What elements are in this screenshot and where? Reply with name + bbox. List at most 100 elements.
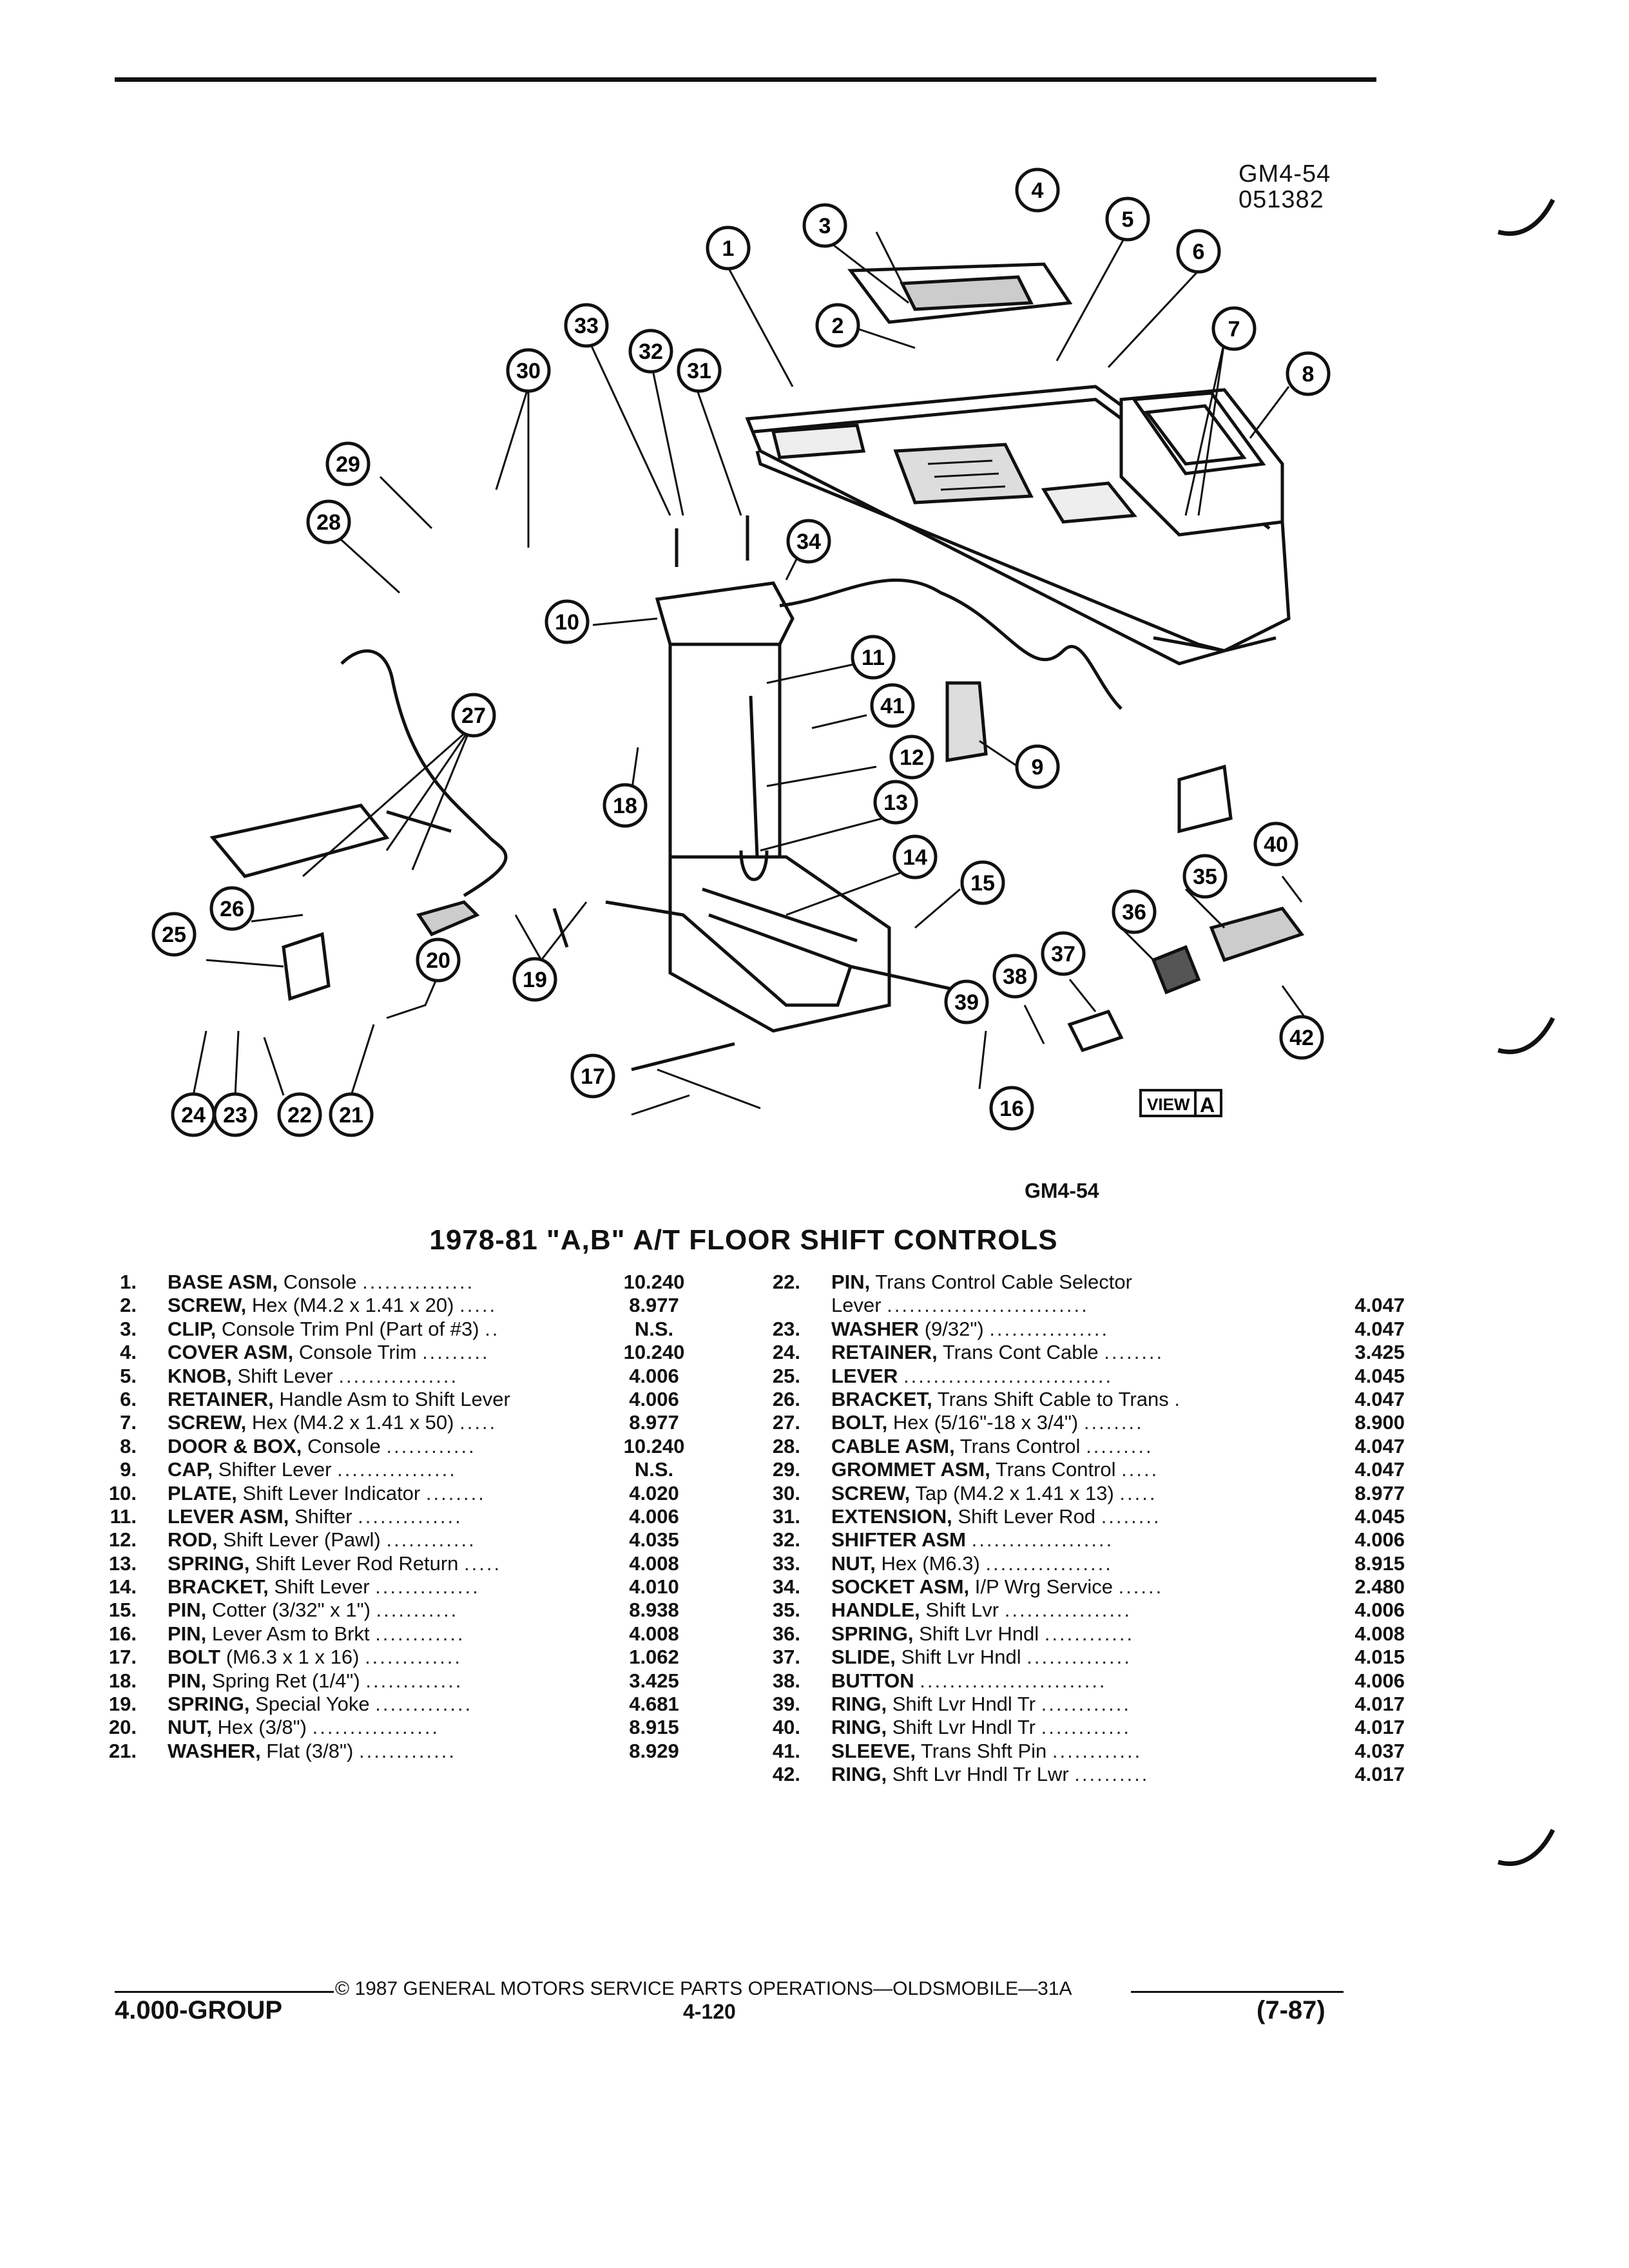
group-code: 4.020 bbox=[629, 1481, 679, 1504]
part-number: 5. bbox=[120, 1364, 137, 1387]
callout-33: 33 bbox=[564, 303, 609, 348]
part-description: BOLT (M6.3 x 1 x 16) ............. bbox=[168, 1646, 462, 1669]
part-description: SPRING, Special Yoke ............. bbox=[168, 1693, 472, 1716]
callout-number: 4 bbox=[1032, 178, 1044, 203]
part-name: RETAINER, bbox=[831, 1341, 938, 1364]
callout-17: 17 bbox=[570, 1053, 615, 1099]
part-name: PIN, bbox=[168, 1599, 207, 1622]
leader-dots: ........................... bbox=[887, 1294, 1089, 1317]
leader-lines bbox=[192, 231, 1316, 1116]
callout-circle bbox=[171, 1092, 216, 1137]
leader-dots: .............. bbox=[358, 1504, 463, 1528]
part-description: CAP, Shifter Lever ................ bbox=[168, 1458, 457, 1481]
figure-date: 051382 bbox=[1239, 186, 1324, 213]
part-row: 28.CABLE ASM, Trans Control .........4.0… bbox=[760, 1435, 1405, 1458]
leader-dots: ................ bbox=[337, 1458, 457, 1481]
callout-circle bbox=[1253, 822, 1298, 867]
part-name: BOLT bbox=[168, 1646, 221, 1669]
callout-18: 18 bbox=[602, 783, 648, 828]
part-number: 40. bbox=[772, 1716, 800, 1739]
leader-dots: ................... bbox=[971, 1528, 1114, 1552]
callout-number: 15 bbox=[970, 871, 995, 896]
leader-dots: ......... bbox=[1086, 1434, 1153, 1457]
part-number: 15. bbox=[108, 1599, 137, 1622]
footer-copyright: © 1987 GENERAL MOTORS SERVICE PARTS OPER… bbox=[335, 1978, 1072, 1999]
group-code: 8.977 bbox=[629, 1411, 679, 1434]
part-number: 13. bbox=[108, 1552, 137, 1575]
part-row: 32.SHIFTER ASM ...................4.006 bbox=[760, 1528, 1405, 1552]
callout-number: 25 bbox=[162, 923, 186, 947]
group-code: 10.240 bbox=[623, 1434, 685, 1457]
part-detail: Shft Lvr Hndl Tr Lwr bbox=[887, 1763, 1069, 1786]
callout-31: 31 bbox=[677, 348, 722, 393]
callout-circle bbox=[570, 1053, 615, 1099]
callout-number: 41 bbox=[880, 694, 905, 718]
group-code: 4.006 bbox=[1354, 1669, 1405, 1692]
part-detail: I/P Wrg Service bbox=[969, 1575, 1113, 1599]
leader-dots: ................. bbox=[1004, 1599, 1132, 1622]
part-number: 16. bbox=[108, 1622, 137, 1645]
part-description: LEVER ASM, Shifter .............. bbox=[168, 1505, 463, 1528]
part-detail: Shift Lever Rod Return bbox=[249, 1552, 459, 1575]
part-number: 4. bbox=[120, 1341, 137, 1364]
part-description: CLIP, Console Trim Pnl (Part of #3) .. bbox=[168, 1318, 499, 1341]
part-number: 31. bbox=[772, 1504, 800, 1528]
part-number: 28. bbox=[772, 1434, 800, 1457]
part-description: HANDLE, Shift Lvr ................. bbox=[831, 1599, 1132, 1622]
continued-text: Lever bbox=[831, 1294, 882, 1317]
parts-list-left: 1.BASE ASM, Console ...............10.24… bbox=[97, 1271, 709, 1763]
part-name: PIN, bbox=[168, 1622, 207, 1645]
callout-42: 42 bbox=[1279, 1015, 1324, 1060]
part-description: RING, Shift Lvr Hndl Tr ............ bbox=[831, 1716, 1131, 1739]
part-row: 9.CAP, Shifter Lever ................N.S… bbox=[97, 1458, 709, 1481]
group-code: 4.006 bbox=[629, 1387, 679, 1410]
part-detail: Trans Control bbox=[954, 1434, 1081, 1457]
callout-circle bbox=[1105, 197, 1150, 242]
group-code: 4.008 bbox=[1354, 1622, 1405, 1645]
group-code: 10.240 bbox=[623, 1341, 685, 1364]
part-description: RETAINER, Handle Asm to Shift Lever bbox=[168, 1388, 510, 1411]
group-code: 8.938 bbox=[629, 1599, 679, 1622]
callout-41: 41 bbox=[870, 683, 915, 728]
group-code: 4.017 bbox=[1354, 1763, 1405, 1786]
callout-12: 12 bbox=[889, 735, 934, 780]
part-description: RETAINER, Trans Cont Cable ........ bbox=[831, 1341, 1164, 1364]
callout-5: 5 bbox=[1105, 197, 1150, 242]
part-number: 11. bbox=[110, 1504, 137, 1528]
callout-circles: 1234567891011121314151617181920212223242… bbox=[151, 168, 1331, 1137]
part-name: SCREW, bbox=[831, 1481, 911, 1504]
group-code: 4.008 bbox=[629, 1622, 679, 1645]
part-description: PIN, Spring Ret (1/4") ............. bbox=[168, 1669, 463, 1693]
part-detail: Hex (M6.3) bbox=[875, 1552, 980, 1575]
part-description: RING, Shft Lvr Hndl Tr Lwr .......... bbox=[831, 1763, 1149, 1786]
part-description: CABLE ASM, Trans Control ......... bbox=[831, 1435, 1153, 1458]
callout-number: 38 bbox=[1003, 965, 1027, 989]
callout-38: 38 bbox=[992, 954, 1037, 999]
part-detail: Console bbox=[302, 1434, 381, 1457]
part-number: 34. bbox=[772, 1575, 800, 1599]
callout-circle bbox=[1112, 889, 1157, 934]
callout-circle bbox=[873, 780, 918, 825]
part-name: BASE ASM, bbox=[168, 1271, 278, 1293]
group-code: 10.240 bbox=[623, 1271, 685, 1293]
console-base-drawing bbox=[209, 262, 1305, 1072]
callout-circle bbox=[992, 954, 1037, 999]
part-detail: Cotter (3/32" x 1") bbox=[206, 1599, 371, 1622]
part-detail: Hex (M4.2 x 1.41 x 20) bbox=[246, 1294, 454, 1317]
top-rule bbox=[115, 77, 1376, 82]
leader-dots: .. bbox=[485, 1317, 500, 1340]
part-number: 2. bbox=[120, 1294, 137, 1317]
part-row: 8.DOOR & BOX, Console ............10.240 bbox=[97, 1435, 709, 1458]
part-number: 37. bbox=[772, 1646, 800, 1669]
callout-circle bbox=[1015, 744, 1060, 789]
callout-15: 15 bbox=[960, 860, 1005, 905]
part-name: BUTTON bbox=[831, 1669, 914, 1692]
part-name: BRACKET, bbox=[168, 1575, 269, 1599]
part-description: BASE ASM, Console ............... bbox=[168, 1271, 474, 1294]
part-row: 39.RING, Shift Lvr Hndl Tr ............4… bbox=[760, 1693, 1405, 1716]
leader-dots: ........ bbox=[1083, 1411, 1144, 1434]
part-detail: Shift Lvr Hndl bbox=[895, 1646, 1021, 1669]
part-name: PIN, bbox=[831, 1271, 871, 1293]
callout-14: 14 bbox=[892, 834, 938, 879]
callout-circle bbox=[151, 912, 197, 957]
